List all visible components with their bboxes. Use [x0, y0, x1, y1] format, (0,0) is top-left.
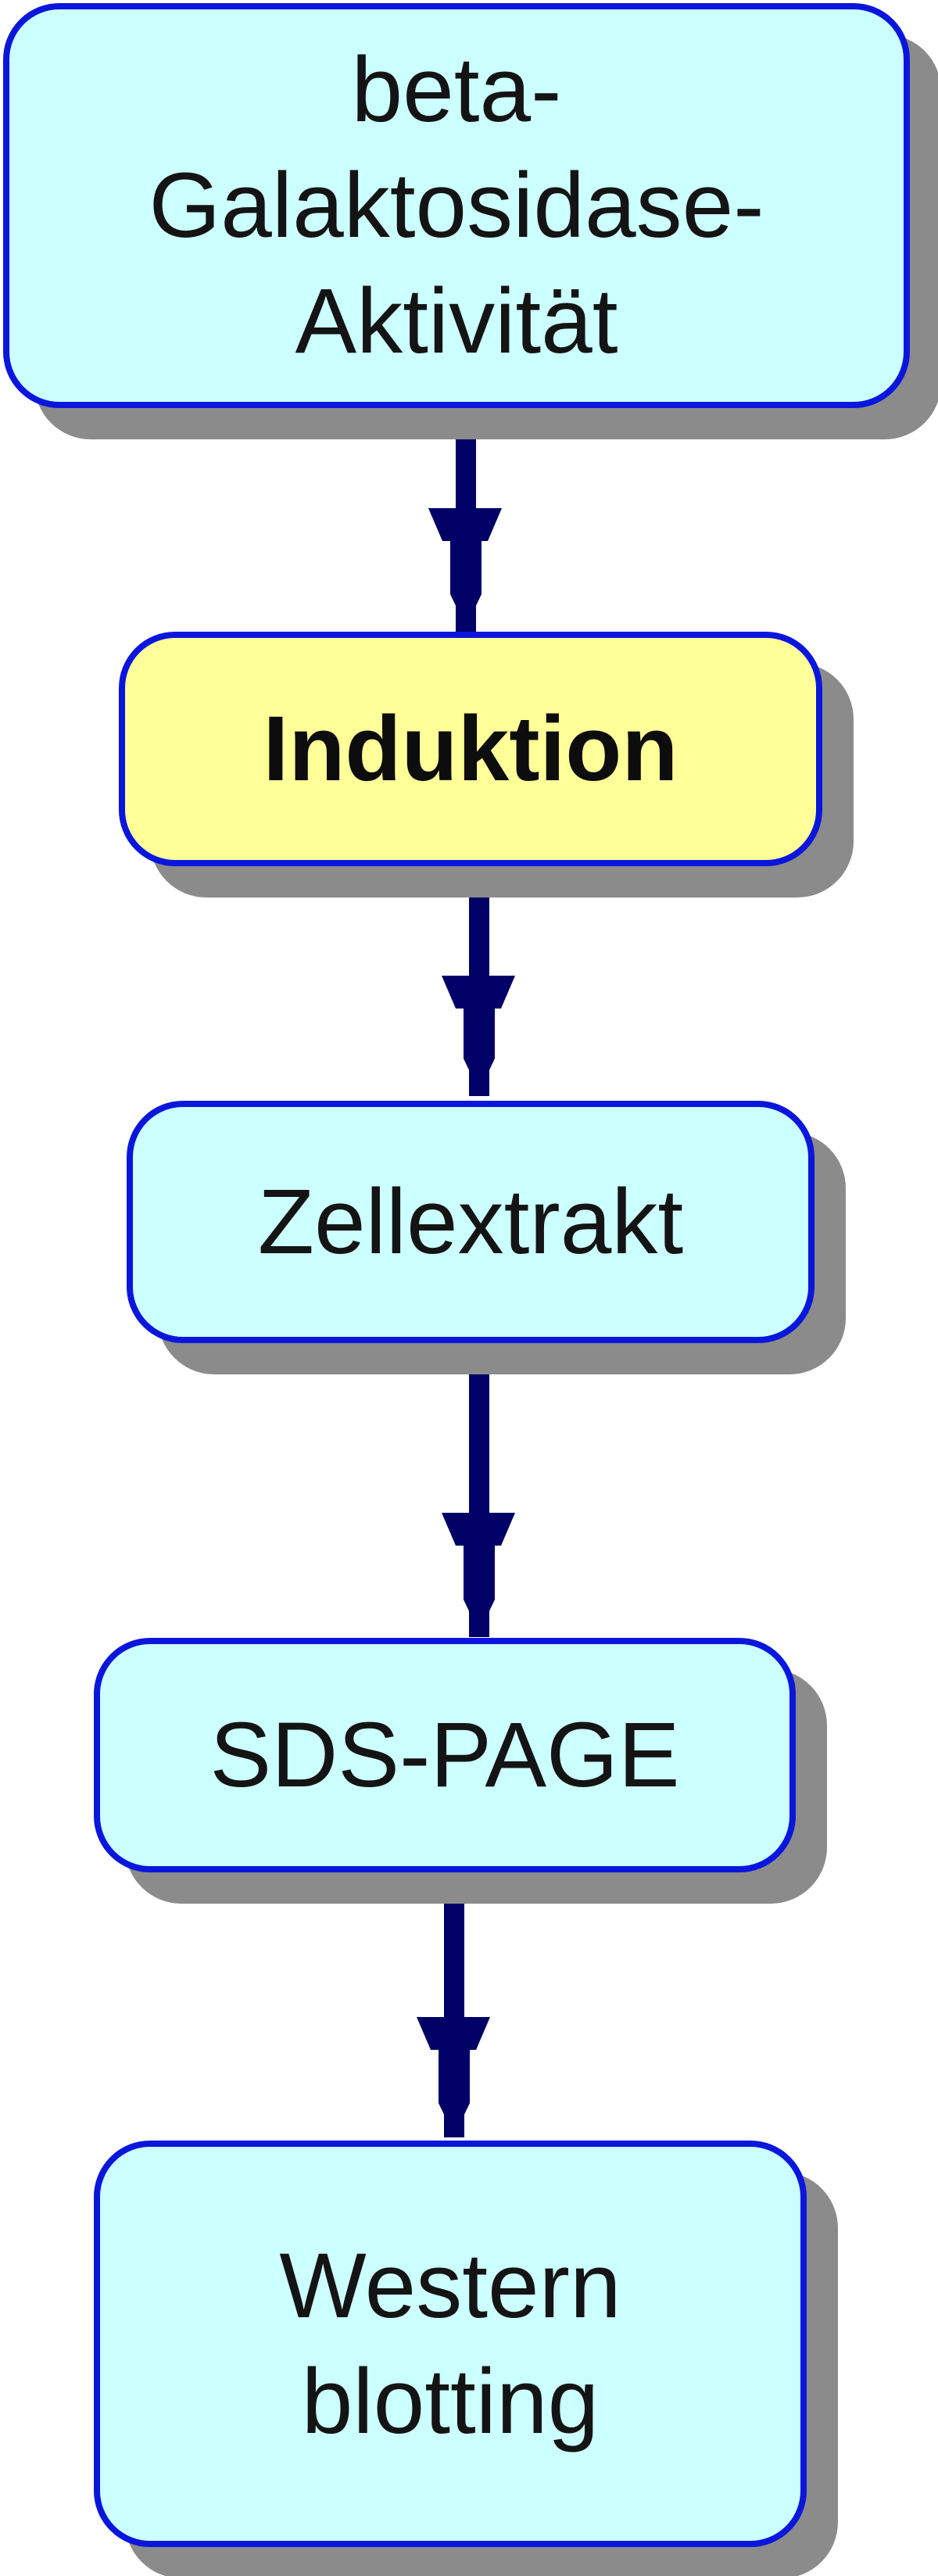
node-label: beta- Galaktosidase- Aktivität [149, 38, 764, 373]
arrow-beta-to-induktion [428, 438, 502, 633]
node-zellextrakt: Zellextrakt [127, 1101, 814, 1343]
node-label: Zellextrakt [257, 1170, 684, 1274]
node-beta-galaktosidase-aktivitaet: beta- Galaktosidase- Aktivität [3, 3, 910, 408]
arrow-sdspage-to-western [417, 1898, 490, 2137]
node-label: SDS-PAGE [209, 1704, 680, 1807]
node-induktion: Induktion [119, 632, 822, 866]
node-label: Induktion [263, 697, 678, 801]
node-sds-page: SDS-PAGE [94, 1638, 796, 1872]
arrow-induktion-to-zellextrakt [442, 891, 515, 1096]
node-western-blotting: Western blotting [94, 2141, 807, 2547]
arrow-zellextrakt-to-sdspage [442, 1367, 515, 1637]
node-label: Western blotting [279, 2234, 621, 2453]
